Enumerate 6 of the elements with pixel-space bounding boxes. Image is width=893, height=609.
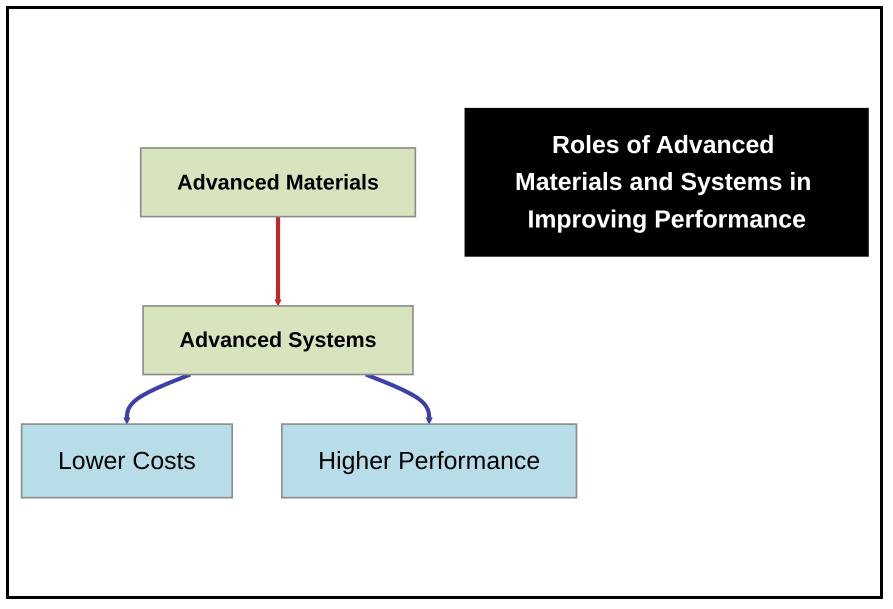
node-box: Higher Performance bbox=[280, 422, 577, 498]
node-box: Roles of Advanced Materials and Systems in Improving Performance bbox=[464, 107, 868, 256]
node-box: Advanced Materials bbox=[139, 146, 416, 217]
arrow bbox=[274, 216, 282, 306]
node-box: Advanced Systems bbox=[142, 304, 414, 375]
node-box: Lower Costs bbox=[20, 422, 233, 498]
